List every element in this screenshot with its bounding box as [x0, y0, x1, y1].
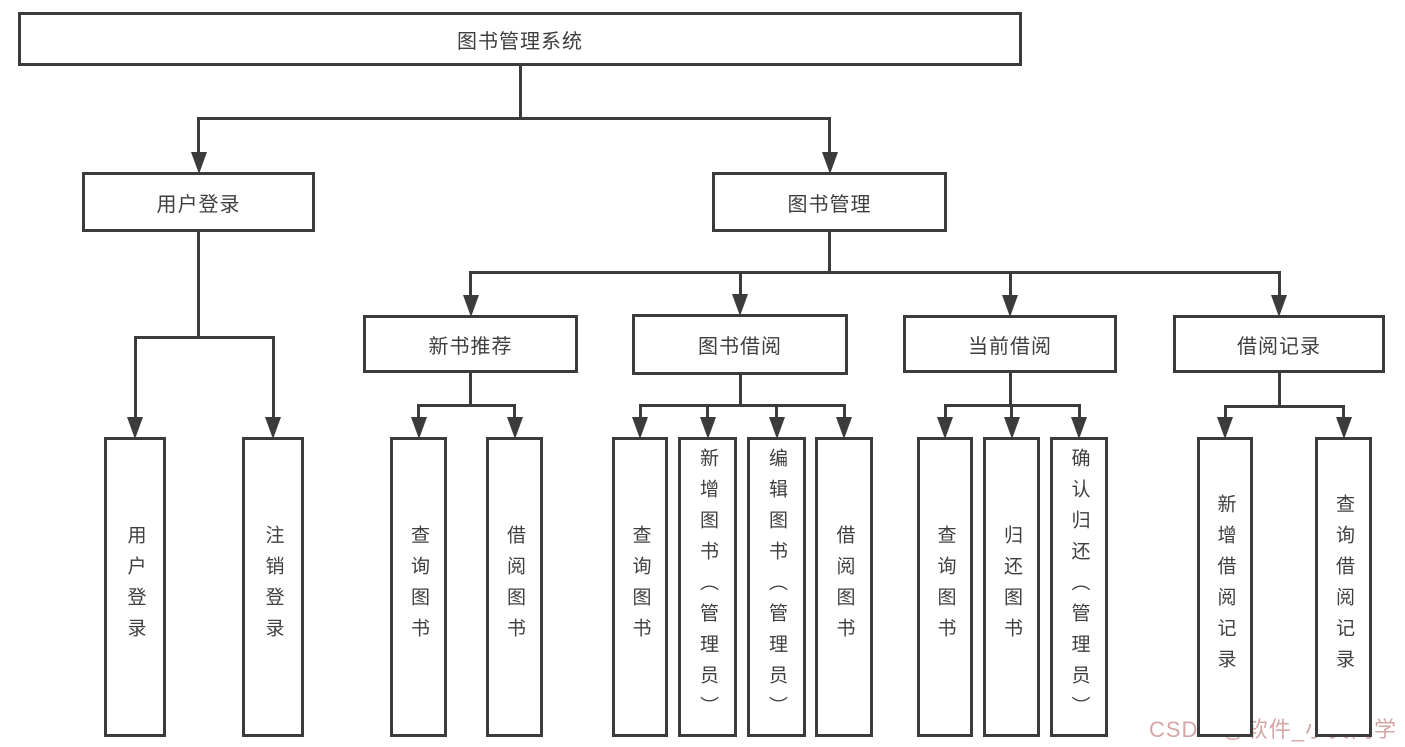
connector-arrowhead-rec-borrow	[506, 417, 523, 439]
node-bor-borrow: 借阅图书	[815, 437, 873, 737]
connector-drop-cur-query	[943, 405, 947, 421]
node-root: 图书管理系统	[18, 12, 1022, 66]
connector-arrowhead-book-borrow	[732, 294, 748, 316]
connector-drop-login-leaf	[133, 337, 137, 421]
connector-arrowhead-new-book-rec	[462, 295, 479, 317]
node-login-leaf: 用户登录	[104, 437, 166, 737]
node-label-borrow-records: 借阅记录	[1237, 335, 1321, 358]
connector-rail-user-login	[133, 335, 275, 339]
connector-arrowhead-login-leaf	[127, 417, 143, 439]
node-label-recd-query: 查询借阅记录	[1333, 494, 1354, 680]
connector-arrowhead-rec-query	[410, 417, 427, 439]
node-label-current-borrow: 当前借阅	[968, 335, 1052, 358]
connector-drop-rec-query	[417, 405, 420, 421]
connector-drop-cur-return	[1010, 405, 1013, 421]
connector-stem-borrow-records	[1277, 372, 1281, 406]
connector-stem-book-mgmt	[828, 231, 831, 272]
node-label-bor-query: 查询图书	[629, 525, 651, 649]
node-logout-leaf: 注销登录	[242, 437, 304, 737]
connector-arrowhead-current-borrow	[1002, 295, 1018, 317]
node-bor-add: 新增图书（管理员）	[678, 437, 737, 737]
node-bor-query: 查询图书	[612, 437, 668, 737]
node-label-rec-query: 查询图书	[408, 525, 429, 649]
connector-arrowhead-borrow-records	[1271, 295, 1287, 317]
node-label-bor-borrow: 借阅图书	[833, 525, 855, 649]
connector-arrowhead-recd-query	[1335, 417, 1352, 439]
connector-drop-borrow-records	[1277, 272, 1281, 299]
connector-stem-root	[518, 65, 522, 118]
node-label-rec-borrow: 借阅图书	[504, 525, 525, 649]
connector-drop-bor-edit	[775, 405, 778, 421]
connector-drop-rec-borrow	[513, 405, 516, 421]
connector-drop-logout-leaf	[271, 337, 275, 421]
connector-stem-new-book-rec	[469, 372, 472, 405]
node-label-cur-confirm: 确认归还（管理员）	[1068, 447, 1090, 727]
node-label-cur-query: 查询图书	[934, 525, 956, 649]
node-new-book-rec: 新书推荐	[363, 315, 578, 373]
node-current-borrow: 当前借阅	[903, 315, 1117, 373]
node-label-book-mgmt: 图书管理	[787, 193, 872, 216]
connector-stem-book-borrow	[738, 374, 742, 405]
node-label-logout-leaf: 注销登录	[262, 525, 284, 649]
node-label-new-book-rec: 新书推荐	[428, 335, 513, 358]
connector-arrowhead-recd-add	[1217, 417, 1233, 439]
connector-drop-book-mgmt	[828, 118, 831, 156]
node-label-user-login: 用户登录	[156, 193, 241, 216]
node-rec-query: 查询图书	[390, 437, 447, 737]
connector-arrowhead-bor-query	[632, 417, 648, 439]
node-borrow-records: 借阅记录	[1173, 315, 1385, 373]
connector-drop-user-login	[197, 118, 200, 156]
connector-drop-recd-query	[1342, 406, 1345, 421]
node-label-cur-return: 归还图书	[1001, 525, 1022, 649]
node-recd-add: 新增借阅记录	[1197, 437, 1253, 737]
node-cur-confirm: 确认归还（管理员）	[1050, 437, 1108, 737]
connector-rail-root	[197, 116, 831, 120]
connector-arrowhead-bor-add	[699, 417, 716, 439]
node-user-login: 用户登录	[82, 172, 315, 232]
node-label-book-borrow: 图书借阅	[698, 336, 782, 358]
connector-arrowhead-user-login	[190, 152, 207, 174]
node-label-bor-edit: 编辑图书（管理员）	[766, 447, 787, 727]
connector-arrowhead-cur-query	[937, 417, 953, 439]
node-recd-query: 查询借阅记录	[1315, 437, 1372, 737]
connector-drop-recd-add	[1223, 406, 1227, 421]
connector-stem-user-login	[197, 231, 200, 337]
connector-drop-current-borrow	[1008, 272, 1012, 299]
connector-arrowhead-cur-confirm	[1071, 417, 1087, 439]
connector-arrowhead-bor-borrow	[836, 417, 852, 439]
node-label-recd-add: 新增借阅记录	[1214, 494, 1236, 680]
connector-arrowhead-book-mgmt	[821, 152, 838, 174]
node-cur-query: 查询图书	[917, 437, 973, 737]
connector-drop-cur-confirm	[1077, 405, 1081, 421]
connector-rail-book-borrow	[638, 403, 846, 407]
connector-rail-book-mgmt	[469, 270, 1281, 274]
node-label-root: 图书管理系统	[457, 30, 583, 53]
connector-drop-bor-add	[706, 405, 709, 421]
connector-arrowhead-cur-return	[1003, 417, 1020, 439]
node-book-borrow: 图书借阅	[632, 314, 848, 375]
node-label-bor-add: 新增图书（管理员）	[697, 447, 718, 727]
connector-stem-current-borrow	[1008, 372, 1012, 405]
connector-drop-bor-query	[638, 405, 642, 421]
node-rec-borrow: 借阅图书	[486, 437, 543, 737]
connector-arrowhead-bor-edit	[768, 417, 785, 439]
node-cur-return: 归还图书	[983, 437, 1040, 737]
node-label-login-leaf: 用户登录	[124, 525, 146, 649]
connector-rail-new-book-rec	[417, 403, 516, 407]
connector-rail-borrow-records	[1223, 404, 1345, 408]
connector-drop-book-borrow	[738, 272, 742, 298]
connector-arrowhead-logout-leaf	[265, 417, 281, 439]
node-bor-edit: 编辑图书（管理员）	[747, 437, 806, 737]
node-book-mgmt: 图书管理	[712, 172, 947, 232]
connector-drop-new-book-rec	[469, 272, 472, 299]
connector-drop-bor-borrow	[842, 405, 846, 421]
